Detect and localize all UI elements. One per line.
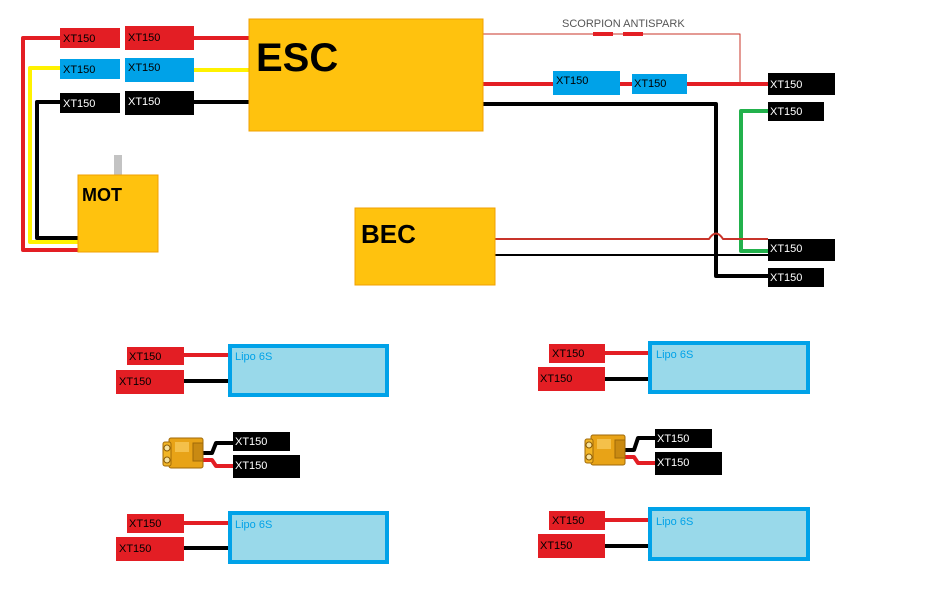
connector-label: XT150: [770, 272, 802, 284]
connector-label: XT150: [119, 543, 151, 555]
adapter-2-wire-black: [625, 436, 655, 452]
esc-negative-wire: [483, 102, 768, 278]
connector-out-jumper-top: [768, 102, 824, 121]
antispark-label: SCORPION ANTISPARK: [562, 18, 685, 30]
connector-out-negative: [768, 268, 824, 287]
connector-label: XT150: [770, 79, 802, 91]
connector-battery-3-black: [116, 537, 184, 561]
connector-battery-3-red: [127, 514, 184, 533]
battery-2: [648, 341, 810, 394]
connector-label: XT150: [657, 433, 689, 445]
connector-label: XT150: [552, 348, 584, 360]
connector-battery-1-red: [127, 347, 184, 365]
connector-esc-black: [125, 91, 194, 115]
connector-antispark-right: [632, 74, 687, 94]
connector-adapter-2-black: [655, 429, 712, 448]
bec-module: BEC: [354, 207, 496, 286]
connector-battery-2-black: [538, 367, 605, 391]
battery-4: [648, 507, 810, 561]
bec-label: BEC: [361, 219, 416, 249]
battery-3: [228, 511, 389, 564]
connector-label: XT150: [129, 351, 161, 363]
adapter-1-wire-red: [203, 458, 233, 468]
connector-label: XT150: [540, 373, 572, 385]
connector-out-positive: [768, 73, 835, 95]
connector-label: XT150: [770, 106, 802, 118]
connector-label: XT150: [128, 32, 160, 44]
connector-out-bec: [768, 239, 835, 261]
motor-wire-red: [21, 36, 78, 252]
connector-battery-2-red: [549, 344, 605, 363]
antispark-switch-right: [623, 32, 643, 36]
connector-label: XT150: [634, 78, 666, 90]
connector-adapter-1-red: [233, 455, 300, 478]
connector-label: XT150: [657, 457, 689, 469]
connector-label: XT150: [128, 62, 160, 74]
wires: [21, 32, 768, 550]
esc-label: ESC: [256, 36, 338, 80]
adapter-1-wire-black: [203, 441, 233, 455]
battery-1: [228, 344, 389, 397]
motor-module: MOT: [77, 174, 159, 253]
connector-label: XT150: [235, 436, 267, 448]
connector-battery-1-black: [116, 370, 184, 394]
connector-battery-4-black: [538, 534, 605, 558]
connector-adapter-1-black: [233, 432, 290, 451]
battery-label: Lipo 6S: [235, 351, 272, 363]
connector-adapter-2-red: [655, 452, 722, 475]
connector-motor-red: [60, 28, 120, 48]
connector-label: XT150: [552, 515, 584, 527]
batteries: Lipo 6S Lipo 6S Lipo 6S Lipo 6S: [228, 341, 810, 564]
jumper-wire-green: [739, 109, 768, 253]
battery-label: Lipo 6S: [235, 519, 272, 531]
connector-label: XT150: [63, 98, 95, 110]
connector-label: XT150: [235, 460, 267, 472]
connector-label: XT150: [129, 518, 161, 530]
connector-antispark-left: [553, 71, 620, 95]
xt-plug-icon: [162, 437, 204, 469]
motor-wire-black: [35, 100, 78, 240]
connector-label: XT150: [63, 64, 95, 76]
adapter-2-wire-red: [625, 455, 655, 465]
connector-label: XT150: [128, 96, 160, 108]
connector-esc-blue: [125, 58, 194, 82]
motor-shaft: [114, 155, 122, 175]
mot-label: MOT: [82, 185, 122, 205]
connector-motor-blue: [60, 59, 120, 79]
connector-label: XT150: [770, 243, 802, 255]
motor-wire-yellow: [28, 66, 78, 244]
connector-label: XT150: [556, 75, 588, 87]
battery-label: Lipo 6S: [656, 349, 693, 361]
battery-label: Lipo 6S: [656, 516, 693, 528]
antispark-sense-wire: [483, 33, 741, 84]
connector-battery-4-red: [549, 511, 605, 530]
connectors: XT150 XT150 XT150 XT150 XT150 XT150 XT15…: [60, 26, 835, 561]
connector-label: XT150: [63, 33, 95, 45]
bec-positive-wire: [495, 232, 768, 240]
connector-label: XT150: [540, 540, 572, 552]
xt-plug-icon: [584, 434, 626, 466]
connector-motor-black: [60, 93, 120, 113]
esc-module: ESC: [248, 18, 484, 132]
connector-label: XT150: [119, 376, 151, 388]
antispark-switch-left: [593, 32, 613, 36]
connector-esc-red: [125, 26, 194, 50]
